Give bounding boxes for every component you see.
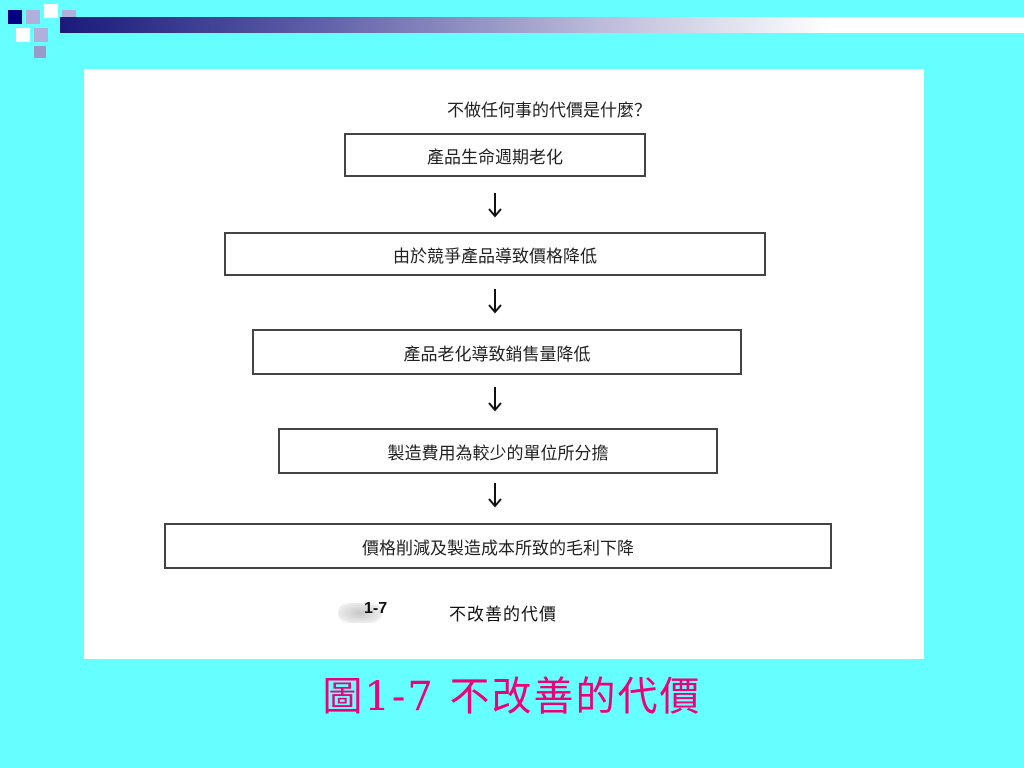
- header-gradient-line: [60, 17, 1024, 33]
- figure-number: 1-7: [364, 600, 388, 617]
- decor-square-white: [44, 4, 58, 18]
- decor-square-lavender: [26, 10, 40, 24]
- figure-caption: 1-7 不改善的代價: [334, 599, 557, 625]
- decor-square-navy: [8, 10, 22, 24]
- slide-caption: 圖1-7 不改善的代價: [322, 674, 702, 720]
- diagram-panel: 不做任何事的代價是什麼？ 產品生命週期老化 由於競爭產品導致價格降低 產品老化導…: [84, 69, 924, 659]
- flow-step-3: 產品老化導致銷售量降低: [252, 329, 742, 375]
- arrow-down-icon: [488, 193, 502, 218]
- arrow-down-icon: [488, 289, 502, 314]
- arrow-down-icon: [488, 483, 502, 508]
- slide-header-decoration: [0, 0, 1024, 62]
- flow-step-5: 價格削減及製造成本所致的毛利下降: [164, 523, 832, 569]
- decor-square-lavender: [34, 28, 48, 42]
- diagram-question: 不做任何事的代價是什麼？: [447, 101, 651, 121]
- flow-step-4: 製造費用為較少的單位所分擔: [278, 428, 718, 474]
- flow-step-2: 由於競爭產品導致價格降低: [224, 232, 766, 276]
- figure-badge-graphic: [338, 603, 382, 623]
- figure-badge: 1-7: [334, 599, 429, 625]
- decor-square-white: [16, 28, 30, 42]
- figure-caption-text: 不改善的代價: [449, 604, 557, 625]
- decor-square-lavender: [34, 46, 46, 58]
- flow-step-1: 產品生命週期老化: [344, 133, 646, 177]
- arrow-down-icon: [488, 387, 502, 412]
